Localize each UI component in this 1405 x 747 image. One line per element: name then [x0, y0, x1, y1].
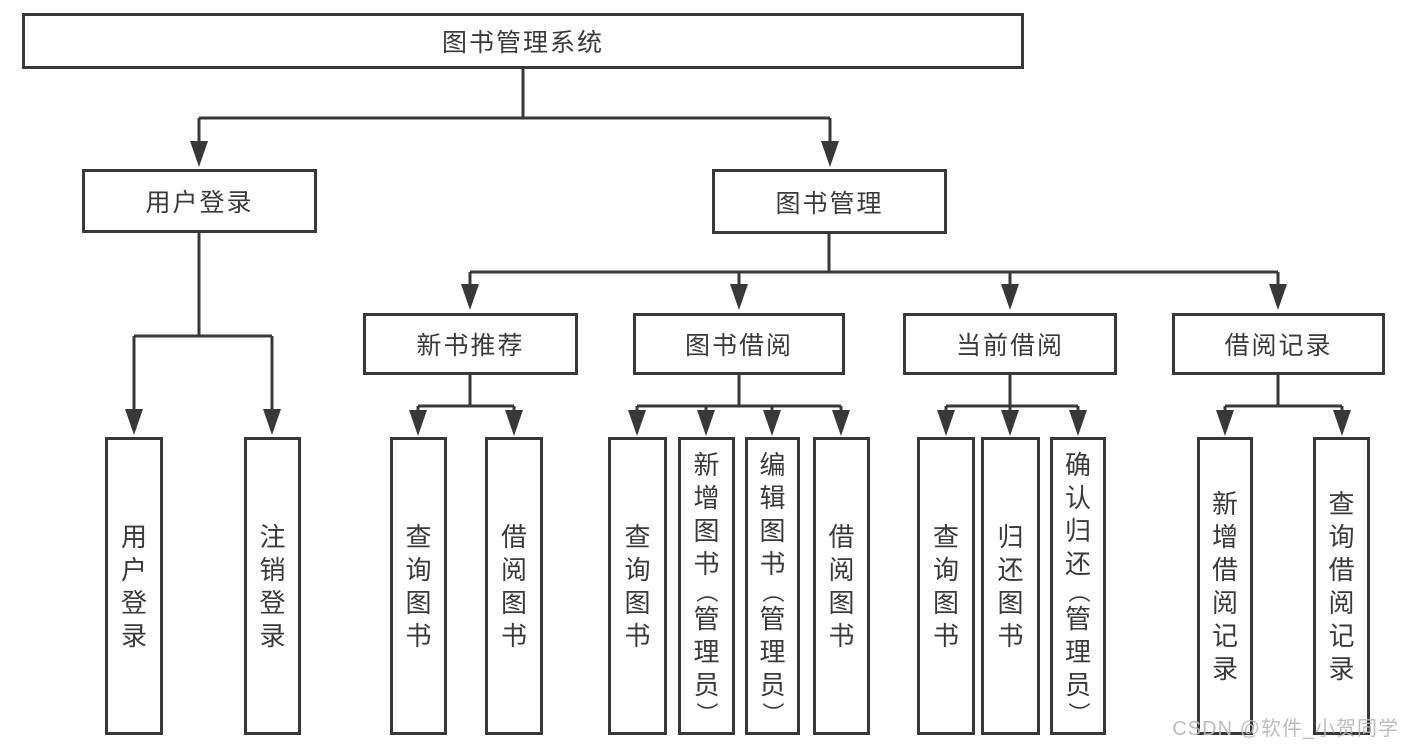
- node-new-book-recommend: 新书推荐: [363, 313, 578, 375]
- arrowhead: [125, 409, 143, 435]
- connector-root-to-level1: [197, 67, 832, 144]
- arrowhead: [697, 410, 715, 436]
- node-label: 当前借阅: [955, 332, 1064, 360]
- node-label: 查询借阅记录: [1328, 488, 1355, 684]
- node-leaf-query-borrow-record: 查询借阅记录: [1313, 437, 1370, 735]
- node-label: 编辑图书（管理员）: [759, 450, 786, 724]
- node-book-borrowing: 图书借阅: [633, 313, 845, 375]
- arrowhead: [505, 410, 523, 436]
- arrowhead: [190, 141, 208, 167]
- arrowhead: [821, 141, 839, 167]
- node-leaf-query-books-borrowing: 查询图书: [608, 437, 667, 735]
- node-label: 用户登录: [120, 521, 147, 651]
- node-current-borrowing: 当前借阅: [903, 313, 1117, 375]
- arrowhead: [1069, 410, 1087, 436]
- node-label: 图书借阅: [684, 332, 793, 360]
- connector-strokes: [132, 67, 1344, 413]
- node-leaf-add-borrow-record: 新增借阅记录: [1197, 437, 1253, 735]
- connector-current-split: [944, 374, 1080, 413]
- arrowhead: [832, 410, 850, 436]
- node-label: 借阅图书: [828, 521, 855, 651]
- node-leaf-return-books: 归还图书: [981, 437, 1040, 735]
- arrowhead: [409, 410, 427, 436]
- node-label: 查询图书: [624, 521, 651, 651]
- arrowhead: [461, 284, 479, 310]
- node-leaf-add-books-admin: 新增图书（管理员）: [678, 437, 735, 735]
- node-label: 新增图书（管理员）: [693, 450, 720, 724]
- arrowhead: [1001, 284, 1019, 310]
- node-borrow-records: 借阅记录: [1172, 313, 1385, 375]
- arrowhead: [730, 284, 748, 310]
- node-label: 借阅记录: [1224, 332, 1333, 360]
- node-leaf-user-login: 用户登录: [105, 437, 163, 735]
- node-leaf-confirm-return-admin: 确认归还（管理员）: [1050, 437, 1106, 735]
- node-library-management-system: 图书管理系统: [22, 13, 1024, 69]
- node-label: 图书管理: [775, 189, 884, 218]
- node-leaf-borrow-books-recommend: 借阅图书: [485, 437, 543, 735]
- node-leaf-logout: 注销登录: [244, 437, 301, 735]
- node-label: 图书管理系统: [441, 29, 604, 57]
- arrowhead: [1269, 284, 1287, 310]
- node-label: 确认归还（管理员）: [1064, 450, 1091, 724]
- node-label: 注销登录: [259, 521, 286, 651]
- node-leaf-query-books-recommend: 查询图书: [390, 437, 447, 735]
- node-book-management: 图书管理: [712, 169, 947, 234]
- arrowhead: [1216, 410, 1234, 436]
- node-label: 新书推荐: [416, 332, 525, 360]
- connector-records-split: [1223, 374, 1344, 413]
- connector-recommend-split: [416, 374, 516, 413]
- node-leaf-edit-books-admin: 编辑图书（管理员）: [745, 437, 800, 735]
- node-label: 借阅图书: [500, 521, 527, 651]
- node-leaf-query-books-current: 查询图书: [917, 437, 975, 735]
- node-label: 归还图书: [997, 521, 1024, 651]
- connector-borrowing-split: [635, 374, 843, 413]
- arrowhead: [763, 410, 781, 436]
- node-leaf-borrow-books: 借阅图书: [813, 437, 870, 735]
- node-label: 查询图书: [405, 521, 432, 651]
- node-label: 用户登录: [145, 189, 254, 217]
- node-user-login: 用户登录: [82, 169, 317, 233]
- arrowhead: [937, 410, 955, 436]
- connector-book-mgmt-split: [468, 233, 1280, 287]
- arrowhead: [263, 409, 281, 435]
- node-label: 新增借阅记录: [1211, 488, 1238, 684]
- node-label: 查询图书: [932, 521, 959, 651]
- csdn-watermark: CSDN @软件_小贺同学: [1172, 718, 1399, 740]
- arrowhead: [1333, 410, 1351, 436]
- arrowhead: [1001, 410, 1019, 436]
- arrowheads: [125, 141, 1351, 436]
- arrowhead: [628, 410, 646, 436]
- connector-user-login-split: [132, 231, 274, 412]
